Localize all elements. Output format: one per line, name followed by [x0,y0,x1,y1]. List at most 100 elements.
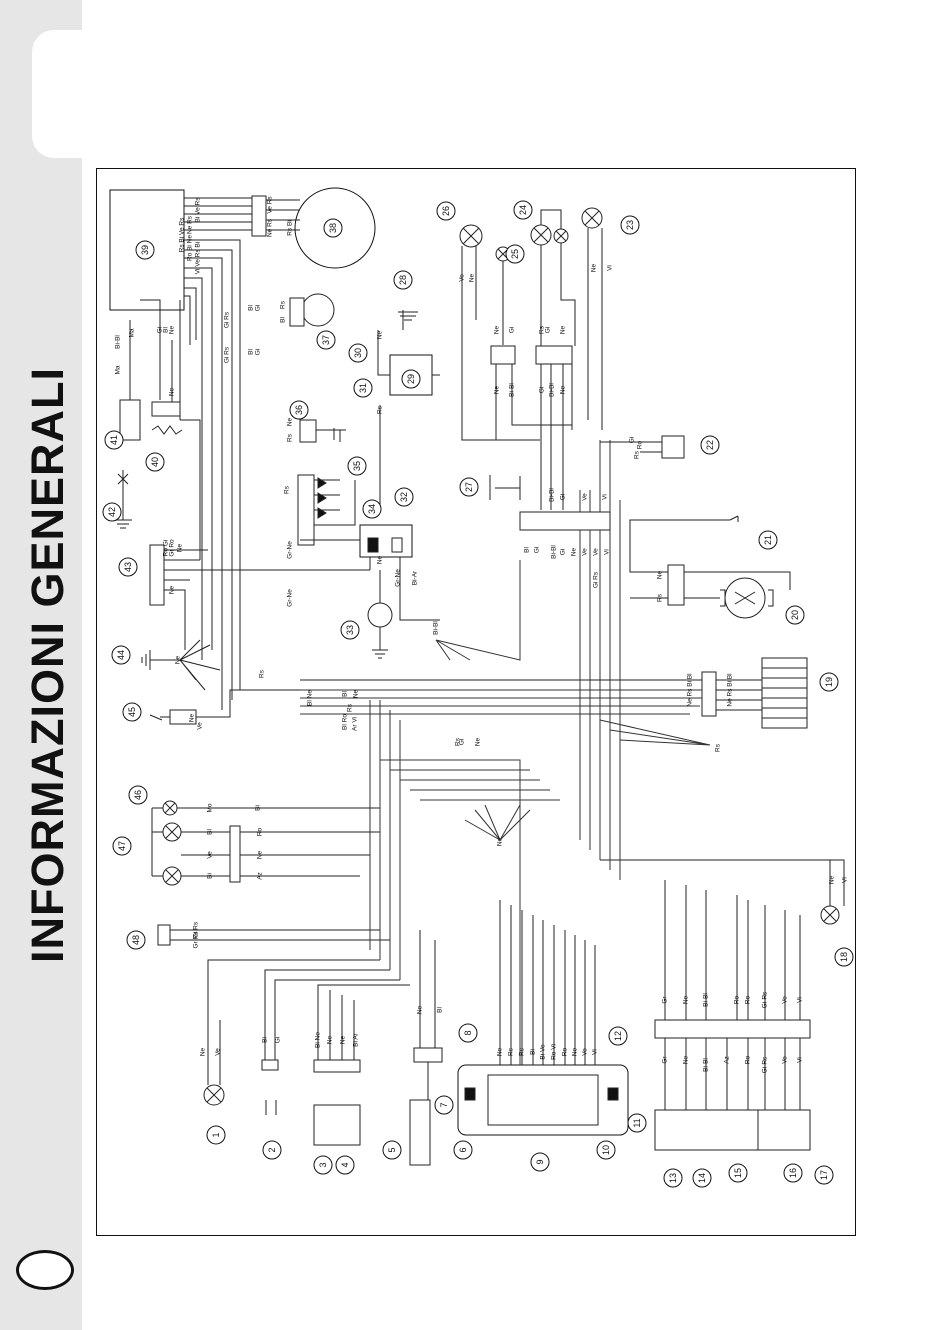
wire-label: Ro [257,827,264,836]
wire-label: Bl Ne [307,690,314,706]
callout-number: 7 [439,1102,449,1107]
wire-label: Ma [115,365,122,374]
callout-number: 13 [668,1173,678,1183]
callout-number: 28 [398,275,408,285]
wire-label: Bl Ro [342,714,349,730]
callout-circle [289,400,309,420]
callout-31: 31 [353,378,373,398]
callout-number: 17 [819,1170,829,1180]
wire-label: Ve [782,1056,789,1064]
callout-6: 6 [453,1140,473,1160]
callout-circle [112,836,132,856]
callout-number: 15 [733,1168,743,1178]
wire-label: Ne [189,713,196,722]
wire-label: Gi [157,327,164,334]
wire-label: Ve [582,493,589,501]
callout-number: 9 [535,1159,545,1164]
callout-circle [340,620,360,640]
callout-circle [122,702,142,722]
dashboard-unit [457,900,629,1136]
callout-24: 24 [513,200,533,220]
callout-circle [627,1113,647,1133]
callout-number: 5 [387,1147,397,1152]
wire-label: Ne [591,263,598,272]
callout-number: 24 [518,205,528,215]
wire-label: Ne [497,837,504,846]
callout-21: 21 [758,530,778,550]
callout-circle [135,240,155,260]
wire-label: Ne [571,547,578,556]
wire-label: Gr [662,1056,669,1064]
wire-label: Gi [275,1037,282,1044]
callout-number: 14 [697,1173,707,1183]
wire-label: Gi [534,547,541,554]
callout-number: 2 [267,1147,277,1152]
horn-48 [157,924,390,946]
callout-5: 5 [382,1140,402,1160]
wire-label: Gi [539,387,546,394]
wire-label: Rs [715,743,722,752]
wire-label: Bi [262,1037,269,1043]
callout-number: 48 [131,935,141,945]
wire-label: Bl [280,317,287,323]
wires-43 [164,549,370,650]
wire-label: Ro Bi Ne [187,235,194,261]
wire-label: Rs [284,485,291,494]
wire-label: Gi [255,305,262,312]
wire-label: Ne [340,1035,347,1044]
wire-label: Bl [163,327,170,333]
wire-label: Ne [177,543,184,552]
callout-number: 22 [705,440,715,450]
wire-label: Vi [607,265,614,271]
callout-46: 46 [128,785,148,805]
callout-29: 29 [401,369,421,389]
callout-35: 35 [347,456,367,476]
callout-48: 48 [126,930,146,950]
top-right-lamps [459,207,603,510]
wire-label: Gr-Ne [395,569,402,587]
callout-number: 45 [127,707,137,717]
wire-label: Az [724,1056,731,1064]
callout-number: 39 [140,245,150,255]
callout-2: 2 [262,1140,282,1160]
callout-circle [700,435,720,455]
bottom-left-components [203,930,443,1166]
callout-circle [692,1168,712,1188]
callout-circle [459,477,479,497]
callout-number: 44 [116,650,126,660]
wire-label: Rs [634,450,641,459]
callout-45: 45 [122,702,142,722]
wire-label: Bl [248,305,255,311]
lamps-46-47 [151,800,380,886]
callout-circle [313,1155,333,1175]
callout-28: 28 [393,270,413,290]
callout-number: 11 [632,1118,642,1127]
callout-circle [458,1023,478,1043]
callout-19: 19 [819,672,839,692]
callout-37: 37 [316,330,336,350]
wire-label: Ne [169,585,176,594]
lamp-18 [600,859,845,925]
wire-label: Ve [215,1048,222,1056]
callout-circle [335,1155,355,1175]
connector-27 [519,511,611,531]
callout-circle [118,557,138,577]
callout-circle [819,672,839,692]
wire-label: Bi-Ar [412,570,419,585]
callout-10: 10 [596,1140,616,1160]
callout-circle [362,499,382,519]
callout-number: 21 [763,535,773,545]
wire-label: Ne [683,995,690,1004]
diode-block-35 [297,474,356,546]
callout-26: 26 [436,201,456,221]
connector-43 [149,544,165,606]
wire-label: Ne [169,387,176,396]
switch-45 [149,689,330,721]
callout-circle [104,430,124,450]
wire-label: Ne [494,325,501,334]
wire-label: Gi Rs [593,571,600,588]
wire-label: Vi [602,494,609,500]
wire-label: Gi-Rs [762,991,769,1008]
wire-label: Bi Ar [353,1032,360,1047]
